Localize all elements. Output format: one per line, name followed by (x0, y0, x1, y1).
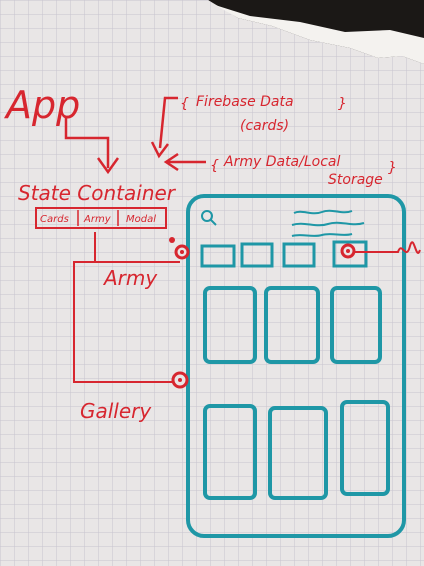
state-parts-box (35, 207, 167, 229)
gallery-card[interactable] (330, 286, 382, 364)
state-part-army: Army (83, 214, 112, 225)
gallery-label: Gallery (80, 399, 152, 423)
gallery-card[interactable] (264, 286, 320, 364)
phone-frame (186, 194, 406, 538)
dot-marker (169, 237, 175, 243)
storage-label: Storage (328, 172, 383, 188)
arrow-down-icon (96, 157, 120, 175)
army-slot[interactable] (332, 240, 368, 268)
arrow-down-icon (150, 141, 169, 159)
gallery-card[interactable] (268, 406, 328, 500)
app-label: App (3, 83, 80, 127)
modal-marker-dot (346, 249, 350, 253)
modal-connector (354, 241, 421, 254)
army-slot[interactable] (282, 242, 316, 268)
arrow-left-icon (163, 152, 179, 172)
gallery-marker-dot (178, 378, 182, 382)
gallery-connector (73, 261, 178, 383)
gallery-card[interactable] (203, 286, 257, 364)
brace-right-icon: } (338, 96, 347, 112)
gallery-card[interactable] (203, 404, 257, 500)
army-label: Army (102, 266, 158, 290)
gallery-card[interactable] (340, 400, 390, 496)
army-marker-dot (180, 250, 184, 254)
firebase-cards-label: (cards) (240, 118, 289, 134)
search-icon-handle (210, 219, 217, 226)
army-slot[interactable] (200, 244, 236, 268)
state-part-cards: Cards (40, 214, 69, 225)
army-slot[interactable] (240, 242, 274, 268)
state-part-modal: Modal (126, 214, 156, 225)
header-text-scribble (291, 221, 365, 227)
brace-left-icon: { (210, 158, 219, 174)
brace-left-icon: { (180, 96, 189, 112)
firebase-connector (158, 96, 178, 149)
brace-right-icon: } (388, 160, 397, 176)
app-connector (64, 118, 110, 168)
state-container-label: State Container (18, 181, 177, 205)
header-text-scribble (293, 209, 353, 215)
paper-fold (215, 5, 424, 64)
army-data-label: Army Data/Local (223, 154, 340, 170)
firebase-data-label: Firebase Data (196, 94, 294, 110)
header-text-scribble (291, 233, 353, 237)
search-icon[interactable] (201, 210, 213, 222)
